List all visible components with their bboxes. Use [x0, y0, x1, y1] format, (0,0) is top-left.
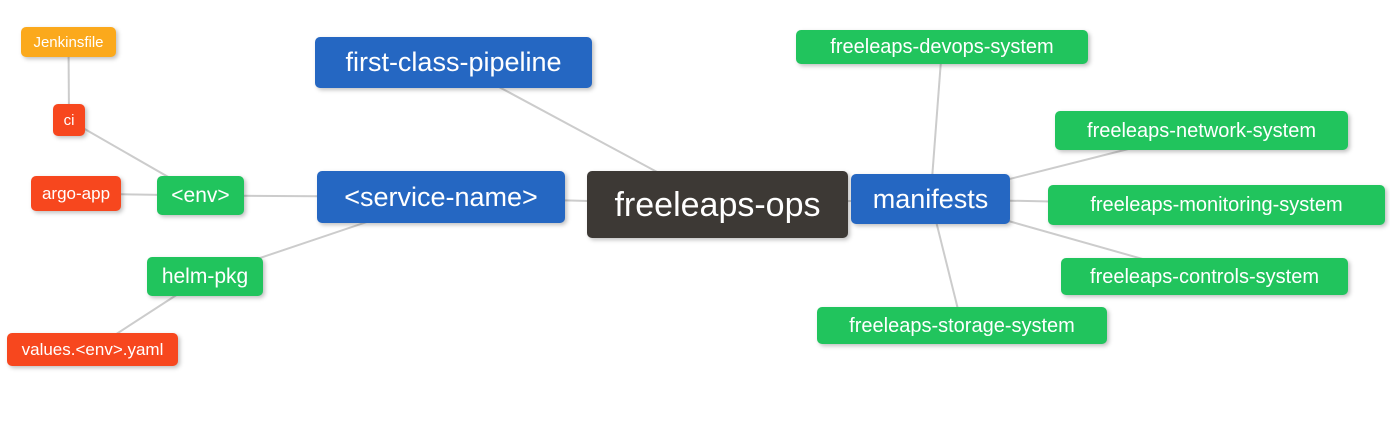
mindmap-node-freeleaps-network-system[interactable]: freeleaps-network-system	[1055, 111, 1348, 150]
mindmap-node-service-name[interactable]: <service-name>	[317, 171, 565, 223]
node-label-service-name: <service-name>	[344, 181, 538, 212]
mindmap-node-first-class-pipeline[interactable]: first-class-pipeline	[315, 37, 592, 88]
mindmap-node-freeleaps-ops[interactable]: freeleaps-ops	[587, 171, 848, 238]
node-label-freeleaps-network-system: freeleaps-network-system	[1087, 119, 1316, 142]
node-label-freeleaps-storage-system: freeleaps-storage-system	[849, 314, 1075, 337]
mindmap-node-ci[interactable]: ci	[53, 104, 85, 136]
mindmap-node-argo-app[interactable]: argo-app	[31, 176, 121, 211]
node-label-env: <env>	[171, 184, 230, 207]
mindmap-node-values-env-yaml[interactable]: values.<env>.yaml	[7, 333, 178, 366]
node-label-first-class-pipeline: first-class-pipeline	[345, 47, 562, 77]
mindmap-node-jenkinsfile[interactable]: Jenkinsfile	[21, 27, 116, 57]
node-label-argo-app: argo-app	[41, 184, 111, 203]
node-label-freeleaps-controls-system: freeleaps-controls-system	[1090, 265, 1319, 288]
node-label-freeleaps-devops-system: freeleaps-devops-system	[830, 36, 1054, 58]
node-label-ci: ci	[63, 111, 75, 129]
mindmap-node-freeleaps-controls-system[interactable]: freeleaps-controls-system	[1061, 258, 1348, 295]
edge-manifests-to-freeleaps-devops-system	[929, 46, 943, 200]
node-label-values-env-yaml: values.<env>.yaml	[21, 340, 164, 359]
mindmap-node-freeleaps-monitoring-system[interactable]: freeleaps-monitoring-system	[1048, 185, 1385, 225]
mindmap-node-manifests[interactable]: manifests	[851, 174, 1010, 224]
node-label-helm-pkg: helm-pkg	[161, 265, 249, 288]
mindmap-node-freeleaps-storage-system[interactable]: freeleaps-storage-system	[817, 307, 1107, 344]
mindmap-node-freeleaps-devops-system[interactable]: freeleaps-devops-system	[796, 30, 1088, 64]
mindmap-node-helm-pkg[interactable]: helm-pkg	[147, 257, 263, 296]
mindmap-node-env[interactable]: <env>	[157, 176, 244, 215]
node-label-jenkinsfile: Jenkinsfile	[33, 33, 104, 51]
node-label-freeleaps-monitoring-system: freeleaps-monitoring-system	[1090, 194, 1343, 216]
node-label-freeleaps-ops: freeleaps-ops	[614, 185, 821, 224]
node-label-manifests: manifests	[872, 183, 989, 214]
